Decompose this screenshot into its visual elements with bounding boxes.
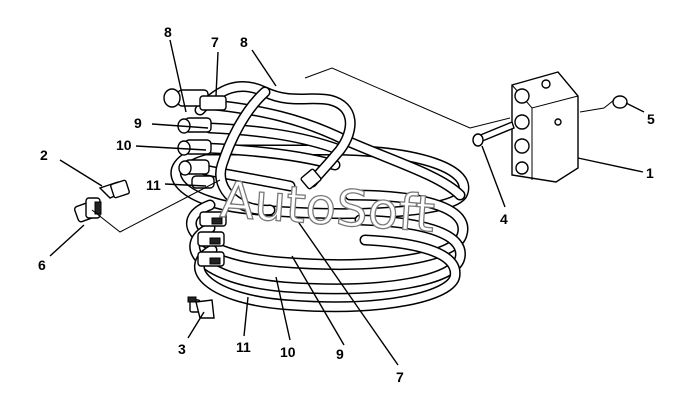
o-ring-part-5	[579, 95, 628, 113]
assembly-lines	[91, 67, 511, 233]
elbow-fitting-part-3	[187, 296, 215, 319]
watermark: AutoSoft	[218, 171, 436, 244]
callout-11-top: 11	[146, 177, 161, 193]
callout-3: 3	[178, 341, 186, 357]
hose-end-fittings-lower	[197, 211, 227, 267]
callout-7-bottom: 7	[396, 369, 404, 385]
hose-end-fittings-upper	[163, 88, 227, 189]
callout-8-right: 8	[240, 34, 248, 50]
callout-9-top: 9	[134, 115, 142, 131]
callout-10-bottom: 10	[280, 344, 296, 360]
callout-9-bottom: 9	[336, 346, 344, 362]
callout-5: 5	[647, 111, 655, 127]
callout-1: 1	[646, 165, 654, 181]
callout-10-top: 10	[116, 137, 132, 153]
callout-8-left: 8	[164, 24, 172, 40]
leader-lines	[49, 39, 645, 366]
callout-2: 2	[40, 147, 48, 163]
callout-4: 4	[500, 211, 508, 227]
adapter-part-2	[98, 179, 130, 199]
callout-7-top: 7	[211, 34, 219, 50]
bolt-part-4	[472, 121, 515, 147]
elbow-fitting-part-6	[73, 197, 102, 223]
hose-8	[194, 80, 356, 216]
callout-11-bottom: 11	[236, 339, 251, 355]
callout-6: 6	[38, 257, 46, 273]
manifold-block-part-1	[511, 71, 579, 183]
